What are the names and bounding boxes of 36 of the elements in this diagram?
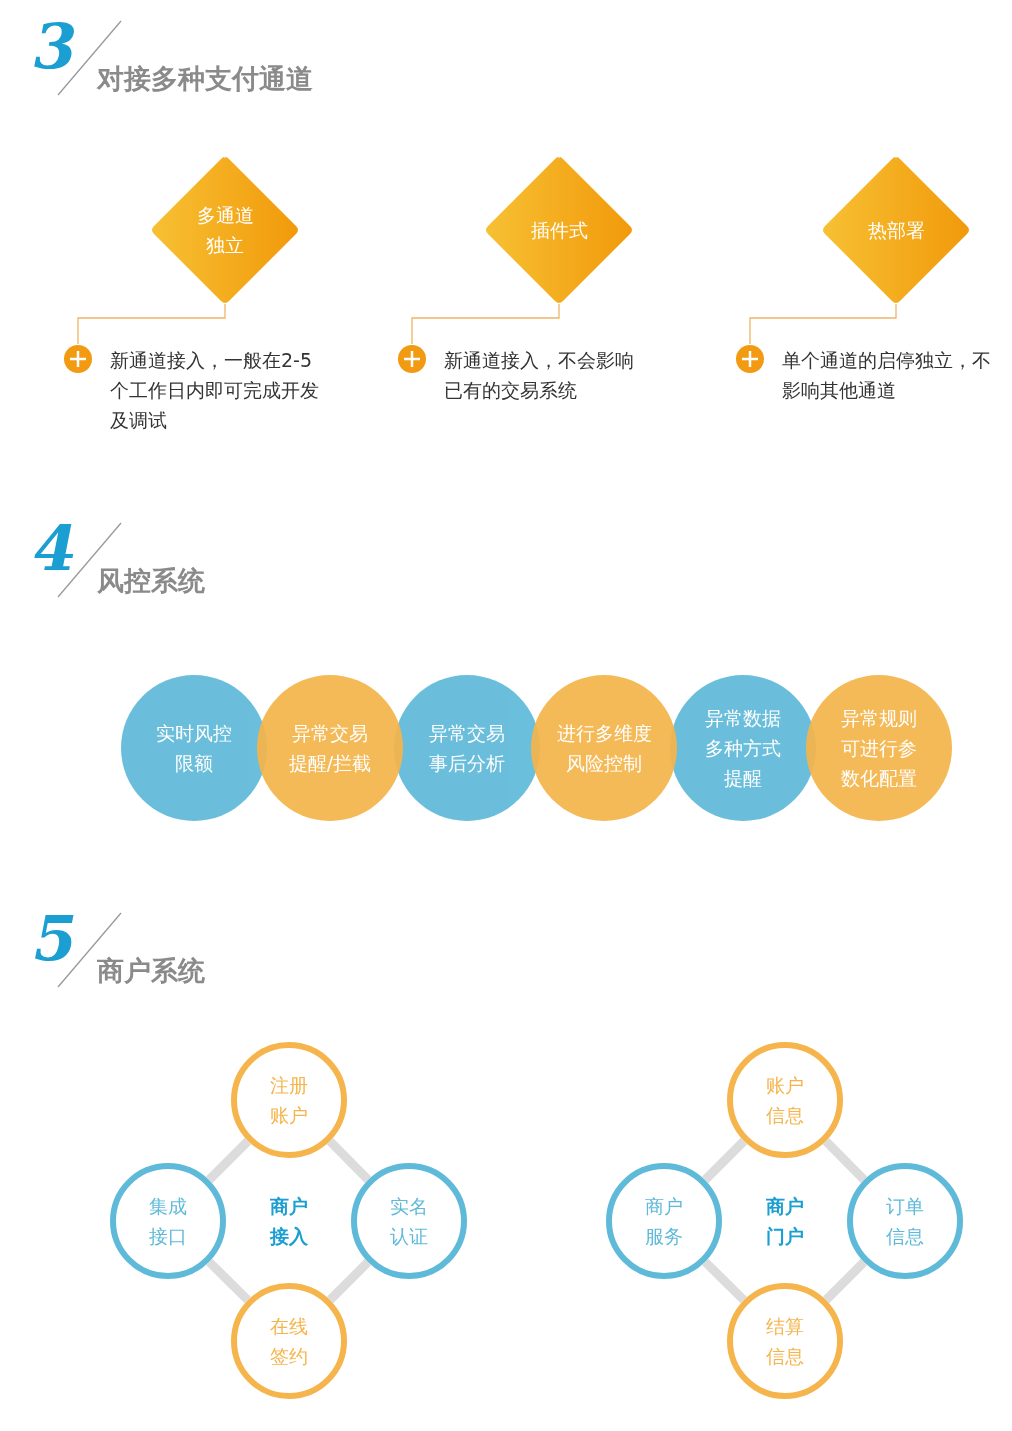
section-heading: 对接多种支付通道 <box>97 62 313 96</box>
risk-circle: 异常交易提醒/拦截 <box>257 675 403 821</box>
connector-line <box>205 1137 252 1184</box>
connector-line <box>701 1137 748 1184</box>
connector-line <box>822 1138 868 1183</box>
section-number: 4 <box>34 514 78 584</box>
risk-circle: 进行多维度风险控制 <box>531 675 677 821</box>
diamond-label: 多通道独立 <box>195 203 255 258</box>
description-text: 单个通道的启停独立，不影响其他通道 <box>782 348 992 403</box>
connector-line <box>206 1258 251 1304</box>
ring-circle: 订单信息 <box>847 1163 963 1279</box>
center-label: 商户接入 <box>269 1194 309 1249</box>
connector-line <box>822 1258 868 1304</box>
description-text: 新通道接入，一般在2-5个工作日内即可完成开发及调试 <box>110 348 320 433</box>
risk-circle: 异常规则可进行参数化配置 <box>806 675 952 821</box>
leader-line <box>749 303 897 345</box>
center-label: 商户门户 <box>765 1194 805 1249</box>
connector-line <box>702 1258 747 1304</box>
ring-circle: 商户服务 <box>606 1163 722 1279</box>
section-number: 5 <box>34 904 78 974</box>
ring-circle: 注册账户 <box>231 1042 347 1158</box>
section-number: 3 <box>34 12 78 82</box>
leader-line <box>77 303 226 345</box>
leader-line <box>411 303 560 345</box>
ring-circle: 账户信息 <box>727 1042 843 1158</box>
ring-circle: 集成接口 <box>110 1163 226 1279</box>
description-text: 新通道接入，不会影响已有的交易系统 <box>444 348 635 403</box>
ring-circle: 实名认证 <box>351 1163 467 1279</box>
ring-circle: 结算信息 <box>727 1283 843 1399</box>
section-heading: 风控系统 <box>97 564 205 598</box>
ring-circle: 在线签约 <box>231 1283 347 1399</box>
connector-line <box>326 1138 372 1183</box>
diamond-label: 插件式 <box>529 218 589 243</box>
diamond-label: 热部署 <box>866 218 926 243</box>
connector-line <box>326 1258 372 1304</box>
section-heading: 商户系统 <box>97 954 205 988</box>
